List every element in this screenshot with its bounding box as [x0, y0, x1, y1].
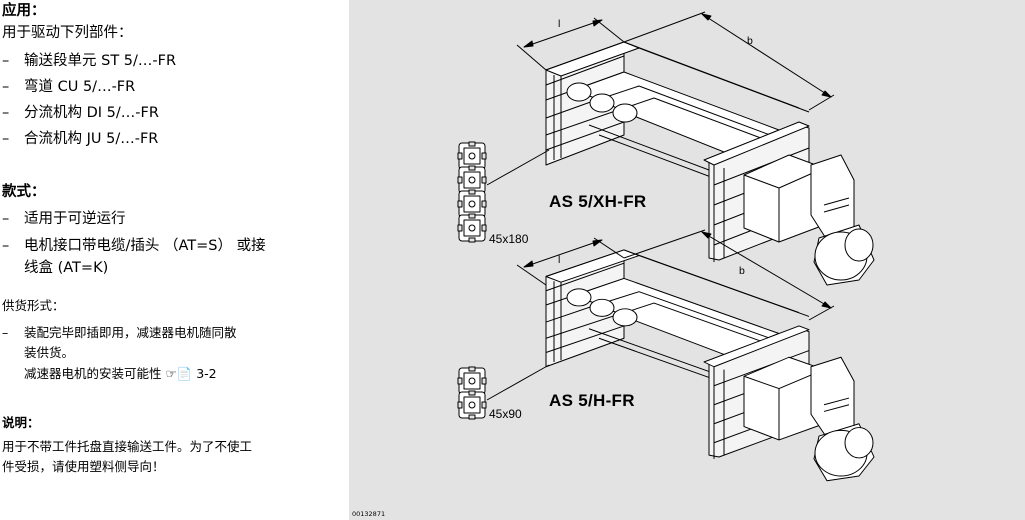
profile-label-bottom: 45x90 [489, 407, 522, 421]
model-label-bottom: AS 5/H-FR [549, 391, 635, 410]
delivery-item-continuation: 装供货。 [24, 345, 75, 360]
design-item: –电机接口带电缆/插头 （AT=S） 或接 [2, 238, 266, 254]
design-item-continuation: 线盒 (AT=K) [24, 260, 109, 276]
delivery-mounting-reference: 减速器电机的安装可能性 ☞📄 3-2 [24, 366, 217, 381]
note-text: 用于不带工件托盘直接输送工件。为了不使工 [2, 439, 253, 454]
technical-drawing: AS 5/XH-FR AS 5/H-FR 45x180 45x90 l b l … [349, 0, 1025, 520]
note-heading: 说明： [2, 415, 40, 430]
profile-label-top: 45x180 [489, 232, 529, 246]
delivery-item: –装配完毕即插即用，减速器电机随同散 [2, 325, 237, 340]
design-item: –适用于可逆运行 [2, 211, 126, 227]
model-label-top: AS 5/XH-FR [549, 192, 647, 211]
dimension-l-bottom: l [558, 254, 561, 266]
application-item: –弯道 CU 5/…-FR [2, 79, 136, 95]
application-heading: 应用： [2, 3, 46, 19]
application-item: –合流机构 JU 5/…-FR [2, 131, 159, 147]
note-text: 件受损，请使用塑料侧导向！ [2, 459, 165, 474]
conveyor-drawings [457, 11, 875, 482]
dimension-b-top: b [747, 35, 753, 47]
application-item: –分流机构 DI 5/…-FR [2, 105, 159, 121]
application-intro: 用于驱动下列部件： [2, 25, 133, 41]
dimension-b-bottom: b [739, 265, 745, 277]
text-column: 应用： 用于驱动下列部件： –输送段单元 ST 5/…-FR –弯道 CU 5/… [0, 0, 340, 520]
dimension-l-top: l [558, 18, 561, 30]
application-item: –输送段单元 ST 5/…-FR [2, 53, 177, 69]
design-heading: 款式： [2, 184, 46, 200]
figure-id: 00132871 [352, 510, 386, 518]
delivery-heading: 供货形式： [2, 298, 65, 313]
